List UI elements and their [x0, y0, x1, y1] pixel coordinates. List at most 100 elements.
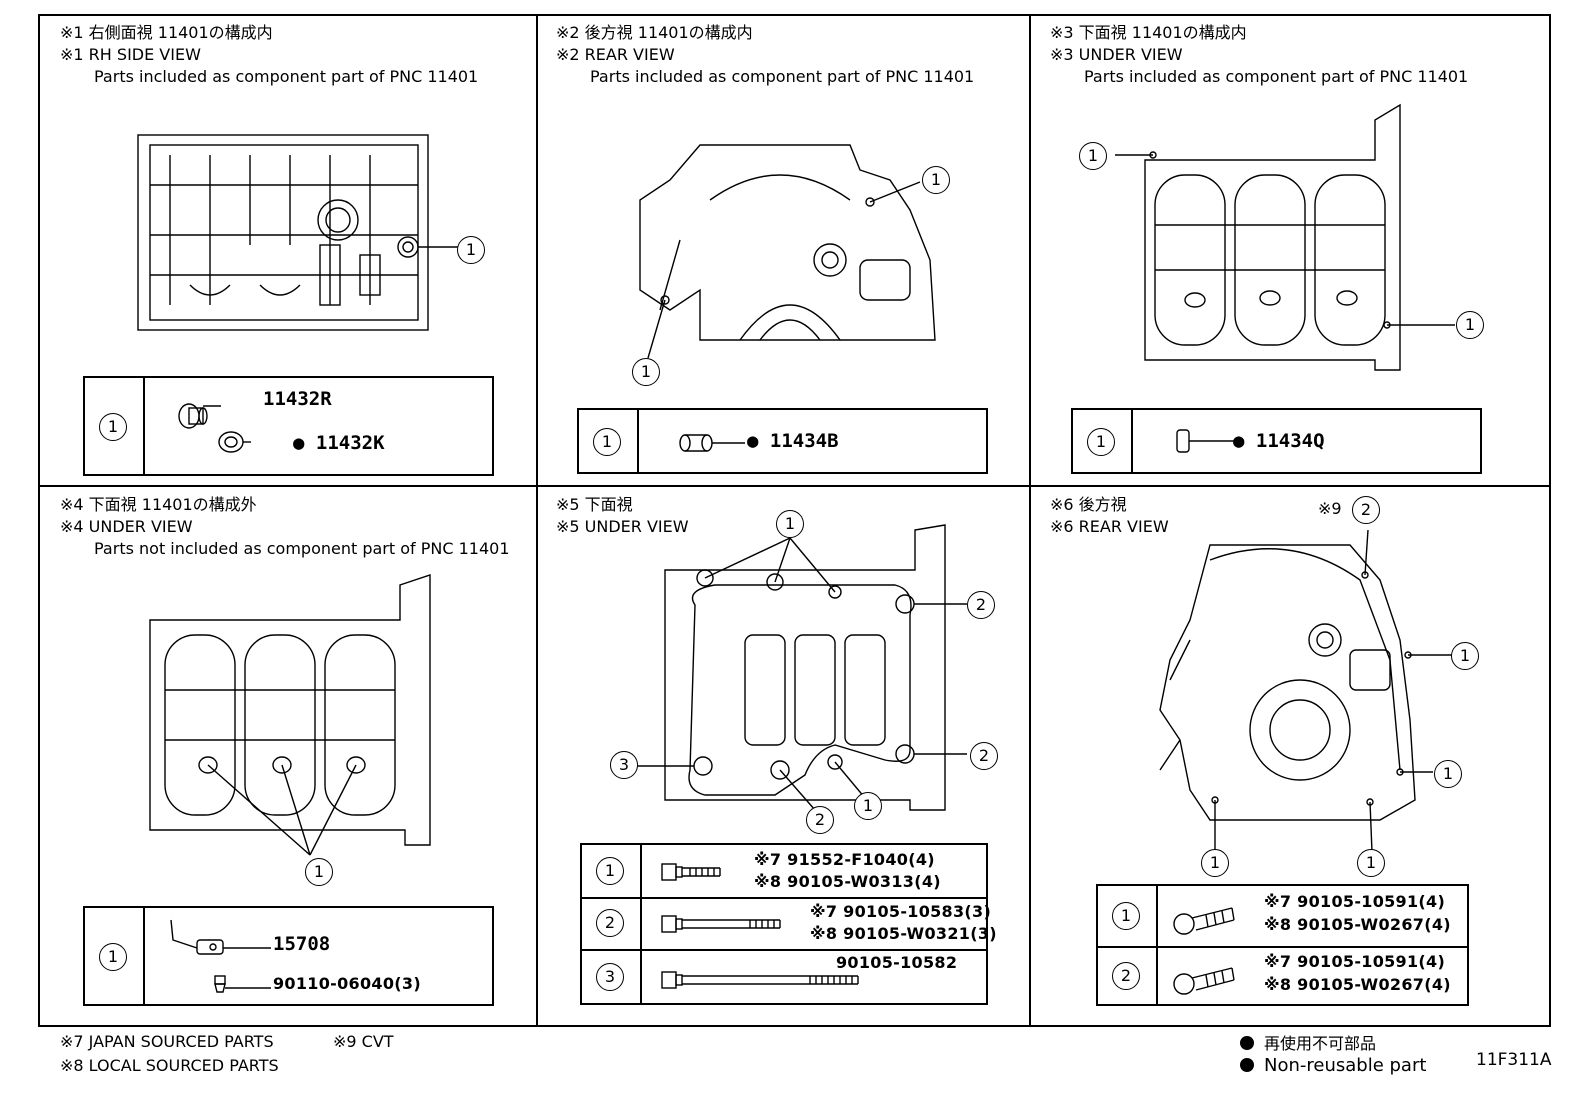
panel-3-callout-1-upper: 1 [1079, 142, 1107, 170]
panel-3-title-en: ※3 UNDER VIEW [1050, 45, 1183, 64]
panel-2-engine-block-drawing [639, 144, 936, 359]
panel-6-header: ※6 後方視 ※6 REAR VIEW [1050, 494, 1169, 538]
panel-5-callout-2-bottom: 2 [806, 806, 834, 834]
non-reusable-dot-icon [1240, 1036, 1254, 1050]
panel-2-callout-1-lower: 1 [632, 358, 660, 386]
part-number-90105-10591-a: ※7 90105-10591(4) [1264, 892, 1446, 911]
panel-5-callout-2-right-lower: 2 [970, 742, 998, 770]
flange-bolt-short-icon [661, 863, 721, 881]
non-reusable-dot-icon [1240, 1058, 1254, 1072]
panel-1-callout-1: 1 [457, 236, 485, 264]
panel-1-title-jp: ※1 右側面視 11401の構成内 [60, 23, 273, 42]
panel-3-legend-num-cell [1073, 410, 1133, 472]
dowel-pin-icon [1176, 429, 1235, 453]
panel-5-legend: 1 ※7 91552-F1040(4) ※8 90105-W0313(4) 2 … [580, 843, 997, 1005]
part-number-15708: 15708 [273, 933, 331, 955]
panel-4-legend: 1 15708 90110-06040(3) [83, 906, 494, 1006]
panel-6-callout-2-cvt: 2 [1352, 496, 1380, 524]
part-number-90105-W0321: ※8 90105-W0321(3) [810, 924, 997, 943]
panel-1-note: Parts included as component part of PNC … [94, 67, 479, 86]
panel-1-legend-callout-1: 1 [99, 413, 127, 441]
panel-5-callout-1-bottom: 1 [854, 792, 882, 820]
panel-6-legend: 1 ※7 90105-10591(4) ※8 90105-W0267(4) 2 … [1096, 884, 1469, 1006]
panel-1-engine-block-drawing [137, 134, 470, 331]
bushing-icon [178, 403, 251, 453]
panel-3-note: Parts included as component part of PNC … [1084, 67, 1469, 86]
divider-vertical-2 [1029, 14, 1031, 1027]
panel-4-callout-1: 1 [305, 858, 333, 886]
panel-4-legend-num-cell [85, 908, 145, 1004]
panel-5-header: ※5 下面視 ※5 UNDER VIEW [556, 494, 689, 538]
panel-6-legend-callout-2: 2 [1112, 962, 1140, 990]
panel-1-title-en: ※1 RH SIDE VIEW [60, 45, 201, 64]
panel-5-legend-callout-1: 1 [596, 857, 624, 885]
panel-6-legend-callout-1: 1 [1112, 902, 1140, 930]
panel-1-legend-num-cell [85, 378, 145, 474]
panel-2-header: ※2 後方視 11401の構成内 ※2 REAR VIEW Parts incl… [556, 22, 974, 88]
dowel-pin-icon [679, 434, 745, 452]
panel-2-callout-1-upper: 1 [922, 166, 950, 194]
panel-5-callout-1-top: 1 [776, 510, 804, 538]
panel-2-note: Parts included as component part of PNC … [590, 67, 975, 86]
diagram-code: 11F311A [1476, 1050, 1552, 1070]
part-number-90110-06040: 90110-06040(3) [273, 974, 421, 993]
panel-6-title-jp: ※6 後方視 [1050, 495, 1127, 514]
panel-4-legend-callout-1: 1 [99, 943, 127, 971]
footer-local-sourced: ※8 LOCAL SOURCED PARTS [60, 1056, 279, 1075]
panel-4-header: ※4 下面視 11401の構成外 ※4 UNDER VIEW Parts not… [60, 494, 510, 560]
part-number-11434Q: ● 11434Q [1233, 430, 1325, 452]
panel-2-legend-num-cell [579, 410, 639, 472]
panel-2-legend-callout-1: 1 [593, 428, 621, 456]
panel-6-callout-1-right-upper: 1 [1451, 642, 1479, 670]
footer-cvt: ※9 CVT [333, 1032, 394, 1051]
panel-1-header: ※1 右側面視 11401の構成内 ※1 RH SIDE VIEW Parts … [60, 22, 478, 88]
panel-5-engine-block-drawing [637, 524, 967, 811]
panel-5-title-en: ※5 UNDER VIEW [556, 517, 689, 536]
flange-bolt-icon [1173, 907, 1235, 935]
part-number-90105-10591-b: ※7 90105-10591(4) [1264, 952, 1446, 971]
part-number-90105-W0267-a: ※8 90105-W0267(4) [1264, 915, 1451, 934]
panel-3-header: ※3 下面視 11401の構成内 ※3 UNDER VIEW Parts inc… [1050, 22, 1468, 88]
panel-2-legend: 1 ● 11434B [577, 408, 988, 474]
footer-nonreuse-jp: 再使用不可部品 [1240, 1030, 1376, 1054]
panel-2-title-jp: ※2 後方視 11401の構成内 [556, 23, 753, 42]
panel-6-callout-1-bottom-right: 1 [1357, 849, 1385, 877]
flange-bolt-extra-long-icon [661, 971, 859, 989]
panel-6-legend-num-cell [1098, 886, 1158, 1004]
footer-nonreuse-jp-text: 再使用不可部品 [1264, 1034, 1377, 1053]
panel-3-callout-1-lower: 1 [1456, 311, 1484, 339]
panel-5-title-jp: ※5 下面視 [556, 495, 633, 514]
sensor-and-bolt-icon [170, 919, 271, 993]
divider-horizontal [38, 485, 1551, 487]
panel-3-legend-callout-1: 1 [1087, 428, 1115, 456]
panel-5-legend-callout-3: 3 [596, 963, 624, 991]
divider-vertical-1 [536, 14, 538, 1027]
panel-4-title-en: ※4 UNDER VIEW [60, 517, 193, 536]
part-number-11432R: 11432R [263, 388, 332, 410]
part-number-90105-W0267-b: ※8 90105-W0267(4) [1264, 975, 1451, 994]
part-number-11434B: ● 11434B [747, 430, 839, 452]
panel-5-callout-2-right-upper: 2 [967, 591, 995, 619]
panel-4-note: Parts not included as component part of … [94, 539, 510, 558]
panel-5-legend-row-separator-2 [582, 949, 986, 951]
footer-nonreuse-en: Non-reusable part [1240, 1055, 1426, 1076]
panel-1-legend: 1 11432R ● 11432K [83, 376, 494, 476]
panel-5-callout-3: 3 [610, 751, 638, 779]
panel-3-legend: 1 ● 11434Q [1071, 408, 1482, 474]
panel-6-callout-1-bottom-left: 1 [1201, 849, 1229, 877]
panel-3-engine-block-drawing [1115, 103, 1455, 371]
panel-5-legend-num-cell [582, 845, 642, 1003]
footer-japan-sourced: ※7 JAPAN SOURCED PARTS [60, 1032, 274, 1051]
part-number-90105-W0313: ※8 90105-W0313(4) [754, 872, 941, 891]
flange-bolt-icon [1173, 967, 1235, 995]
panel-3-title-jp: ※3 下面視 11401の構成内 [1050, 23, 1247, 42]
panel-4-title-jp: ※4 下面視 11401の構成外 [60, 495, 257, 514]
panel-6-engine-block-drawing [1159, 529, 1453, 853]
flange-bolt-long-icon [661, 915, 781, 933]
part-number-90105-10582: 90105-10582 [836, 953, 958, 972]
panel-6-callout-1-right-lower: 1 [1434, 760, 1462, 788]
part-number-11432K: ● 11432K [293, 432, 385, 454]
panel-4-engine-block-drawing [149, 574, 431, 856]
panel-2-title-en: ※2 REAR VIEW [556, 45, 675, 64]
part-number-91552-F1040: ※7 91552-F1040(4) [754, 850, 935, 869]
